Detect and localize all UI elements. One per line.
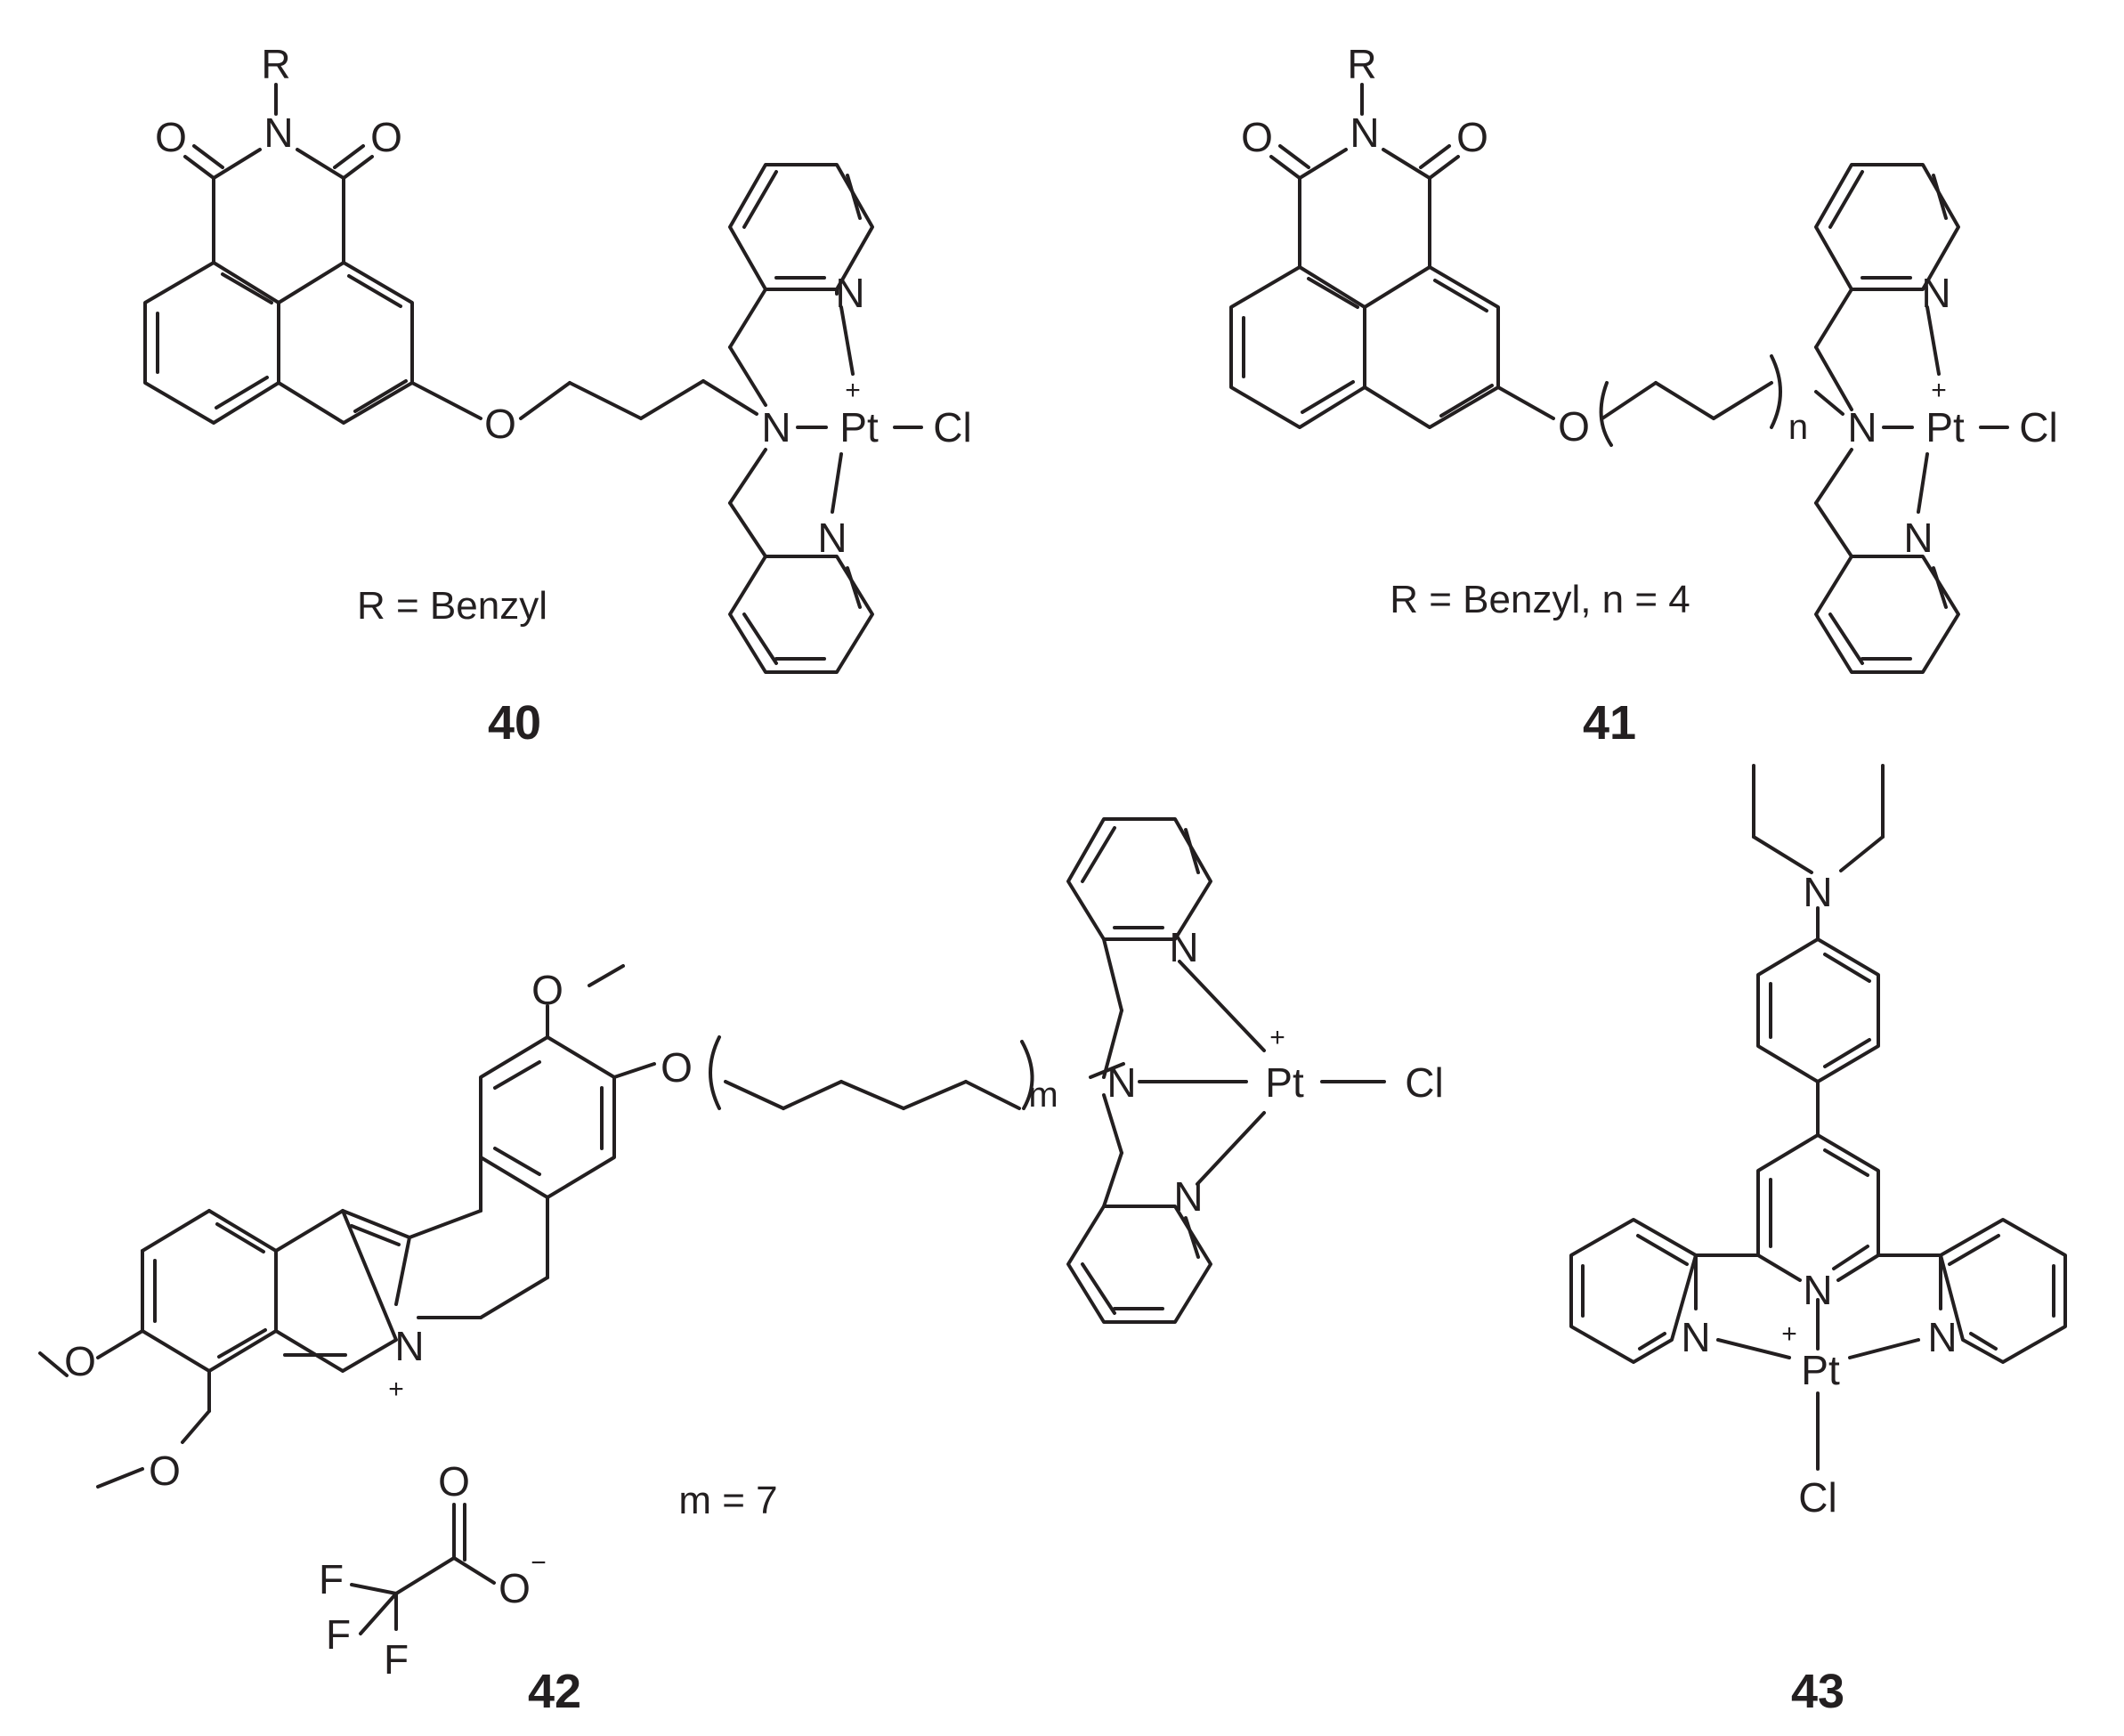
compound-42-bonds [38, 817, 1386, 1635]
fluorine-3-label: F [384, 1636, 409, 1683]
charge-plus-label: + [1781, 1319, 1797, 1349]
compound-43-number: 43 [1791, 1665, 1844, 1718]
imide-nitrogen-label: N [1350, 110, 1379, 156]
compound-40-number: 40 [488, 696, 541, 750]
compound-41-number: 41 [1583, 696, 1636, 750]
compound-40-substituent-note: R = Benzyl [357, 584, 547, 628]
compound-41-substituent-note: R = Benzyl, n = 4 [1390, 578, 1690, 621]
pyridine-nitrogen-left-label: N [1681, 1314, 1710, 1360]
pyridine-nitrogen-central-label: N [1803, 1267, 1832, 1313]
compound-40: R N O O O N N Pt + Cl N R = Benzyl 40 [143, 41, 972, 750]
chloride-label: Cl [933, 404, 971, 450]
fluorine-2-label: F [326, 1611, 351, 1658]
carboxylate-charge-label: − [531, 1548, 547, 1578]
carbonyl-oxygen-left-label: O [1241, 114, 1273, 160]
substituent-r-label: R [261, 41, 290, 87]
compound-42: O O m N + O O O O − F F F N N Pt + Cl N … [38, 817, 1444, 1718]
compound-40-bonds [143, 83, 923, 674]
charge-plus-label: + [1269, 1023, 1285, 1052]
carbonyl-oxygen-right-label: O [370, 114, 402, 160]
amine-nitrogen-label: N [1847, 404, 1877, 450]
platinum-label: Pt [1265, 1059, 1304, 1106]
compound-43-bonds [1569, 764, 2067, 1471]
carbonyl-oxygen-left-label: O [155, 114, 187, 160]
methoxy-oxygen-bottom-label: O [149, 1448, 181, 1494]
ether-oxygen-label: O [1558, 403, 1590, 450]
chloride-label: Cl [1405, 1059, 1443, 1106]
platinum-label: Pt [839, 404, 879, 450]
repeat-index-n-label: n [1788, 408, 1808, 447]
compound-40-labels: R N O O O N N Pt + Cl N R = Benzyl 40 [155, 41, 972, 750]
methoxy-oxygen-left-label: O [64, 1338, 96, 1384]
pyridine-nitrogen-top-label: N [1921, 270, 1950, 316]
compound-43: N N N N Pt + Cl 43 [1569, 764, 2067, 1718]
pyridine-nitrogen-bottom-label: N [1173, 1173, 1203, 1220]
pyridinium-charge-label: + [388, 1375, 404, 1404]
charge-plus-label: + [1931, 376, 1947, 405]
carboxylate-oxygen-label: O [499, 1565, 531, 1611]
compound-42-number: 42 [528, 1665, 581, 1718]
methoxy-oxygen-top-label: O [531, 967, 563, 1013]
carbonyl-oxygen-label: O [438, 1458, 470, 1505]
pyridine-nitrogen-top-label: N [835, 270, 864, 316]
charge-plus-label: + [845, 376, 861, 405]
pyridine-nitrogen-top-label: N [1169, 924, 1198, 970]
chloride-label: Cl [2019, 404, 2057, 450]
compound-42-substituent-note: m = 7 [678, 1479, 777, 1522]
pyridine-nitrogen-right-label: N [1927, 1314, 1957, 1360]
carbonyl-oxygen-right-label: O [1456, 114, 1488, 160]
substituent-r-label: R [1347, 41, 1376, 87]
amine-nitrogen-label: N [1803, 869, 1832, 915]
fluorine-1-label: F [319, 1556, 344, 1602]
pyridinium-nitrogen-label: N [394, 1323, 424, 1369]
chloride-label: Cl [1798, 1474, 1836, 1521]
pyridine-nitrogen-bottom-label: N [1903, 515, 1933, 561]
platinum-label: Pt [1801, 1347, 1840, 1393]
compound-41-bonds [1229, 83, 2009, 674]
compound-43-labels: N N N N Pt + Cl 43 [1681, 869, 1957, 1718]
compound-41: R N O O O n N N Pt + Cl N R = Benzyl, n … [1229, 41, 2058, 750]
imide-nitrogen-label: N [263, 110, 293, 156]
amine-nitrogen-label: N [761, 404, 790, 450]
compound-41-labels: R N O O O n N N Pt + Cl N R = Benzyl, n … [1241, 41, 2058, 750]
amine-nitrogen-label: N [1107, 1059, 1136, 1106]
repeat-index-m-label: m [1028, 1075, 1058, 1115]
ether-oxygen-label: O [484, 401, 516, 447]
compound-42-labels: O O m N + O O O O − F F F N N Pt + Cl N … [64, 924, 1444, 1718]
ether-oxygen-label: O [661, 1044, 693, 1091]
platinum-label: Pt [1925, 404, 1965, 450]
pyridine-nitrogen-bottom-label: N [817, 515, 847, 561]
